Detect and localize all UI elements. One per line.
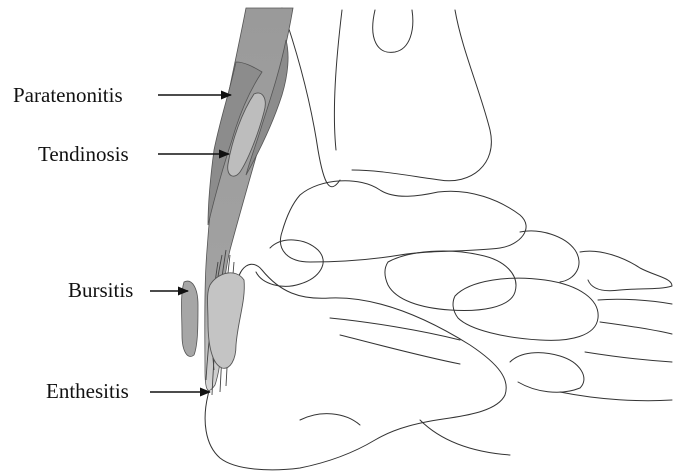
tibia-outline xyxy=(282,8,491,187)
calcaneus-outline xyxy=(205,264,510,470)
label-paratenonitis: Paratenonitis xyxy=(13,83,123,107)
retrocalcaneal-bursa xyxy=(208,273,245,368)
tarsal-bones-outline xyxy=(256,181,672,401)
label-enthesitis: Enthesitis xyxy=(46,379,129,403)
superficial-bursa xyxy=(182,281,199,356)
label-tendinosis: Tendinosis xyxy=(38,142,129,166)
label-bursitis: Bursitis xyxy=(68,278,133,302)
